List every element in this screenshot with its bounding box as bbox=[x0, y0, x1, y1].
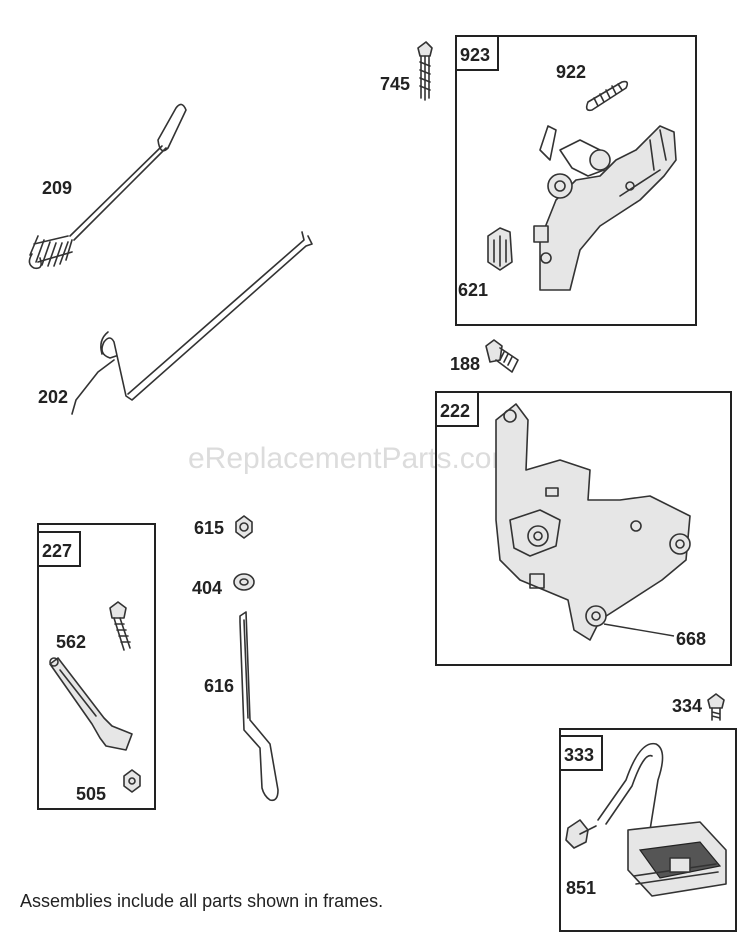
label-227: 227 bbox=[42, 541, 72, 561]
label-202: 202 bbox=[38, 387, 68, 407]
tag-222 bbox=[435, 391, 479, 427]
part-615-nut[interactable] bbox=[235, 515, 253, 539]
label-222: 222 bbox=[440, 401, 470, 421]
tag-333 bbox=[559, 735, 603, 771]
label-334: 334 bbox=[672, 696, 702, 716]
part-745-screw[interactable] bbox=[417, 41, 433, 101]
tag-227 bbox=[37, 531, 81, 567]
caption: Assemblies include all parts shown in fr… bbox=[20, 891, 384, 911]
label-851: 851 bbox=[566, 878, 596, 898]
part-188-screw[interactable] bbox=[485, 339, 519, 373]
frame-227 bbox=[37, 523, 156, 810]
frame-923 bbox=[455, 35, 697, 326]
label-333: 333 bbox=[564, 745, 594, 765]
label-668: 668 bbox=[676, 629, 706, 649]
part-227-lever[interactable] bbox=[49, 657, 133, 751]
frame-222 bbox=[435, 391, 732, 666]
label-745: 745 bbox=[380, 74, 410, 94]
frame-333 bbox=[559, 728, 737, 932]
part-851-terminal[interactable] bbox=[565, 819, 597, 849]
label-209: 209 bbox=[42, 178, 72, 198]
label-404: 404 bbox=[192, 578, 222, 598]
label-615: 615 bbox=[194, 518, 224, 538]
part-923-governor-control[interactable] bbox=[533, 125, 677, 291]
part-505-nut[interactable] bbox=[123, 769, 141, 793]
part-222-governor-bracket[interactable] bbox=[495, 403, 691, 641]
part-621-clip[interactable] bbox=[487, 227, 513, 271]
part-616-governor-shaft[interactable] bbox=[239, 611, 279, 802]
part-333-ignition-armature[interactable] bbox=[597, 742, 727, 897]
watermark: eReplacementParts.com bbox=[188, 442, 516, 475]
label-188: 188 bbox=[450, 354, 480, 374]
part-922-spring[interactable] bbox=[585, 80, 629, 112]
label-616: 616 bbox=[204, 676, 234, 696]
label-505: 505 bbox=[76, 784, 106, 804]
leader-668 bbox=[603, 623, 675, 637]
label-621: 621 bbox=[458, 280, 488, 300]
part-562-screw[interactable] bbox=[109, 601, 131, 651]
part-334-screw[interactable] bbox=[707, 693, 725, 721]
label-562: 562 bbox=[56, 632, 86, 652]
label-923: 923 bbox=[460, 45, 490, 65]
part-202-governor-link[interactable] bbox=[71, 231, 313, 415]
label-922: 922 bbox=[556, 62, 586, 82]
part-404-washer[interactable] bbox=[233, 573, 255, 591]
part-209-spring[interactable] bbox=[28, 103, 187, 270]
tag-923 bbox=[455, 35, 499, 71]
